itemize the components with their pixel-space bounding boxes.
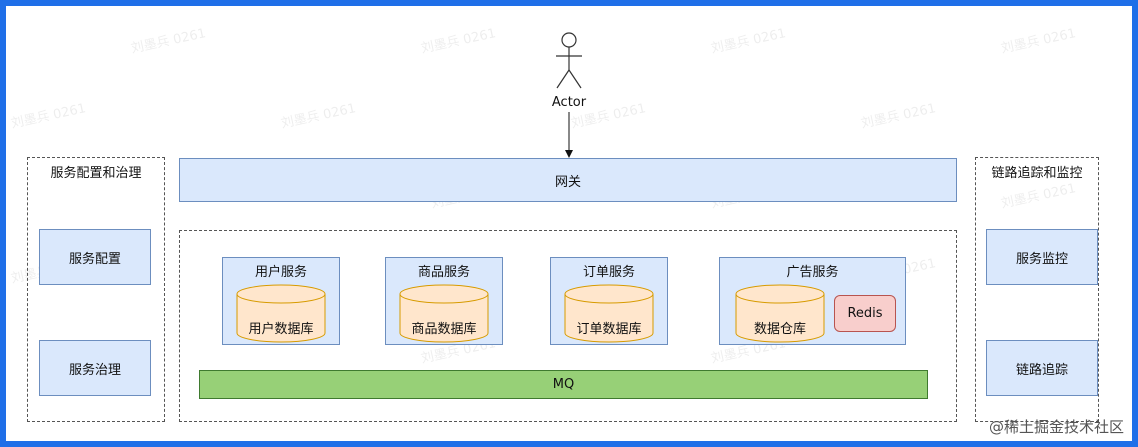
left-panel: 服务配置和治理 xyxy=(27,157,165,422)
config-label: 服务配置 xyxy=(68,251,121,267)
database-icon xyxy=(564,284,654,343)
database-label: 商品数据库 xyxy=(411,322,477,337)
gateway-label: 网关 xyxy=(554,174,581,190)
gateway-box: 网关 xyxy=(179,158,957,202)
database-icon xyxy=(399,284,489,343)
database-label: 数据仓库 xyxy=(753,322,806,337)
services-container xyxy=(179,230,957,422)
right-panel-title: 链路追踪和监控 xyxy=(991,166,1083,181)
governance-label: 服务治理 xyxy=(68,362,121,378)
mq-bar: MQ xyxy=(199,370,928,399)
mq-label: MQ xyxy=(552,377,575,392)
config-box: 服务配置 xyxy=(39,229,151,285)
governance-box: 服务治理 xyxy=(39,340,151,396)
tracing-box: 链路追踪 xyxy=(986,340,1098,396)
database-icon xyxy=(236,284,326,343)
database-icon xyxy=(735,284,825,343)
right-panel: 链路追踪和监控 xyxy=(975,157,1099,422)
database-label: 订单数据库 xyxy=(576,322,642,337)
left-panel-title: 服务配置和治理 xyxy=(50,166,142,181)
database-label: 用户数据库 xyxy=(248,322,314,337)
footer-credit: @稀土掘金技术社区 xyxy=(988,418,1124,436)
monitor-label: 服务监控 xyxy=(1015,251,1068,267)
tracing-label: 链路追踪 xyxy=(1015,362,1068,378)
redis-label: Redis xyxy=(847,306,883,321)
service-title: 订单服务 xyxy=(582,265,635,280)
redis-box: Redis xyxy=(834,295,896,332)
actor-label: Actor xyxy=(551,95,587,110)
service-title: 广告服务 xyxy=(786,265,839,280)
monitor-box: 服务监控 xyxy=(986,229,1098,285)
service-title: 用户服务 xyxy=(254,265,307,280)
service-title: 商品服务 xyxy=(417,265,470,280)
